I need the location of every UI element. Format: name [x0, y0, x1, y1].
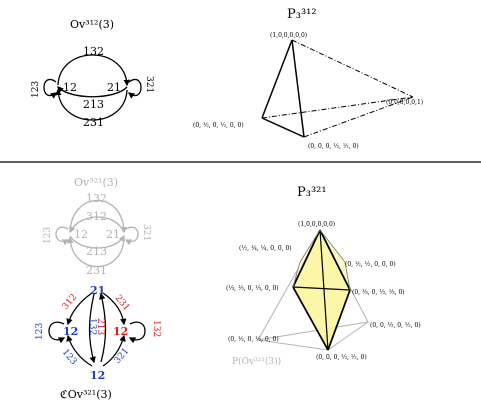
loop-right-colored: [128, 321, 146, 344]
edge-b-d: [344, 261, 351, 291]
vertex-a-label: (½, ¼, ¼, 0, 0, 0): [239, 245, 292, 252]
loop-321-gray: [124, 226, 139, 246]
polytope-title-p312: P₃³¹²: [287, 7, 317, 22]
edge-top-bottom: [291, 39, 305, 138]
node-21: 21: [107, 81, 121, 94]
edge-213-colored: [99, 292, 107, 363]
label-132-gray: 132: [86, 192, 107, 205]
edge-left-right: [261, 96, 414, 119]
vertex-left-label: (0, ½, 0, ½, 0, 0): [193, 122, 244, 129]
edge-top-bottom-front: [319, 229, 329, 351]
label-321-colored: 321: [113, 346, 132, 366]
polytope-p321: P₃³²¹ (1,0,0,0,0,0) (½, ¼, ¼, 0, 0, 0) (…: [226, 185, 421, 367]
label-213-gray: 213: [86, 245, 107, 258]
edge-a-c: [292, 261, 301, 288]
loop-left-colored: [48, 321, 66, 344]
edge-321-colored: [102, 334, 126, 367]
vertex-d-label: (0, ⅓, 0, ⅓, ⅓, 0): [352, 289, 405, 296]
graph-cov321: 21 12 12 12 312 231 123 321 132 213 123 …: [35, 284, 161, 401]
edge-132-colored: [88, 293, 96, 364]
polytope-subtitle: P(Ov³²¹(3)): [232, 356, 281, 367]
edge-top-d: [319, 229, 351, 291]
edge-132-gray: [69, 199, 128, 234]
vertex-f-label: (0, ½, 0, ½, 0, 0): [228, 336, 279, 343]
edge-213: [57, 86, 128, 98]
label-312-gray: 312: [86, 210, 107, 223]
label-213: 213: [83, 98, 104, 111]
polytope-title-p321: P₃³²¹: [297, 185, 327, 200]
edge-top-b: [319, 229, 346, 263]
label-132-colored: 132: [87, 318, 97, 335]
edge-312-gray: [69, 216, 125, 234]
node-21-blue: 21: [90, 284, 105, 297]
label-312-colored: 312: [61, 292, 80, 312]
edge-231-gray: [67, 236, 125, 268]
edge-c-d: [292, 286, 351, 291]
gray-edge-cross: [257, 321, 369, 341]
vertex-bottom-label-p321: (0, 0, 0, ½, ½, 0): [316, 354, 367, 361]
label-132: 132: [83, 45, 104, 58]
graph-title-ov321: Ov³²¹(3): [74, 176, 118, 189]
graph-title-ov312: Ov³¹²(3): [70, 18, 114, 31]
edge-231: [55, 88, 128, 121]
loop-123-gray: [55, 226, 70, 246]
graph-ov321: Ov³²¹(3) 12 21 132 312 213 231 123 321: [43, 176, 151, 277]
edge-312-colored: [66, 292, 93, 326]
label-321-gray: 321: [141, 224, 151, 241]
edge-123-colored: [66, 334, 93, 367]
label-loop-left-colored: 123: [35, 323, 45, 340]
vertex-bottom-label: (0, 0, 0, ½, ½, 0): [308, 143, 359, 150]
edge-top-c: [292, 229, 321, 288]
edge-top-right: [291, 39, 414, 98]
node-12: 12: [63, 81, 77, 94]
yellow-face-front: [293, 230, 350, 350]
edge-132: [57, 54, 130, 87]
label-123-colored: 123: [60, 348, 79, 368]
vertex-top-label: (1,0,0,0,0,0): [270, 32, 307, 39]
vertex-right-label: (0,0,0,0,0,1): [386, 99, 423, 106]
loop-123: [43, 78, 58, 99]
vertex-b-label: (0, ½, ½, 0, 0, 0): [345, 261, 396, 268]
edge-top-left: [261, 39, 293, 119]
node-12-bottom-blue: 12: [90, 369, 105, 382]
edge-left-bottom: [261, 117, 305, 138]
edge-top-a: [299, 229, 321, 263]
label-loop-right-colored: 132: [151, 320, 161, 337]
node-12-gray: 12: [74, 228, 88, 241]
node-21-gray: 21: [106, 228, 120, 241]
polytope-p312: P₃³¹² (1,0,0,0,0,0) (0,0,0,0,0,1) (0, ½,…: [193, 7, 423, 150]
edge-d-bottom: [327, 289, 351, 351]
label-213-colored: 213: [95, 318, 105, 335]
vertex-c-label: (⅓, ⅓, 0, ⅓, 0, 0): [226, 285, 279, 292]
vertex-top-label-p321: (1,0,0,0,0,0): [298, 221, 335, 228]
vertex-e-label: (0, 0, ½, 0, ½, 0): [370, 322, 421, 329]
edge-c-bottom: [292, 286, 329, 351]
label-123: 123: [31, 81, 41, 98]
label-321: 321: [144, 76, 154, 93]
label-231: 231: [83, 116, 104, 129]
edge-231-colored: [102, 292, 127, 326]
node-12-left-blue: 12: [63, 325, 78, 338]
label-231-colored: 231: [113, 294, 132, 314]
loop-321: [127, 78, 142, 99]
node-12-right-red: 12: [113, 325, 128, 338]
label-231-gray: 231: [86, 264, 107, 277]
graph-ov312: Ov³¹²(3) 12 21 132 213 231 123 321: [31, 18, 154, 129]
graph-title-cov321: ℭOv³²¹(3): [60, 388, 112, 401]
label-123-gray: 123: [43, 227, 53, 244]
